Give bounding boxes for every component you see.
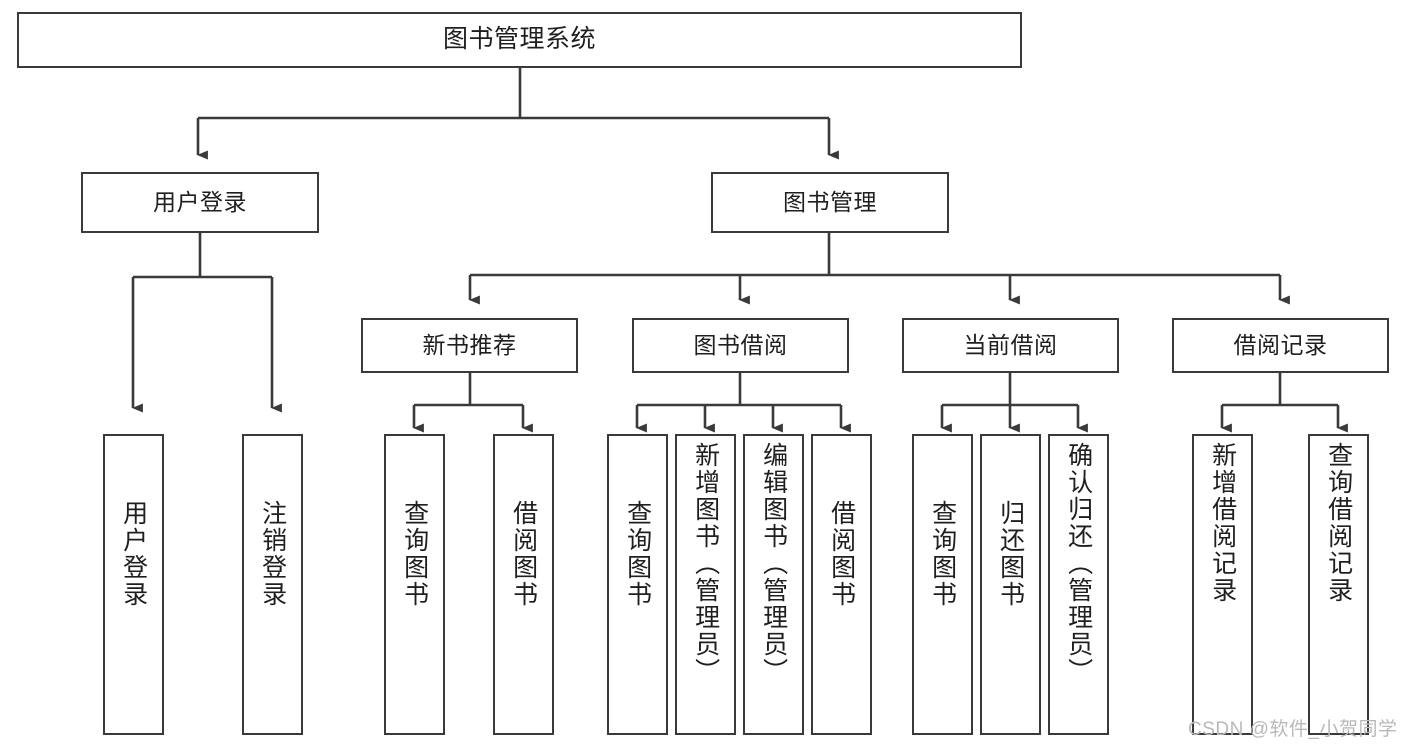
node-label: 图书管理系统 [442,25,596,54]
node-new-book-recommend[interactable]: 新书推荐 [361,318,578,373]
node-label: 查询图书 [623,500,652,608]
node-leaf-edit-book[interactable]: 编辑图书（管理员） [743,434,804,735]
node-label: 用户登录 [119,500,148,608]
node-label: 图书借阅 [693,331,788,358]
node-label: 借阅图书 [827,500,856,608]
node-leaf-user-login[interactable]: 用户登录 [103,434,164,735]
node-label: 查询图书 [400,500,429,608]
csdn-watermark: CSDN @软件_小贺同学 [1188,719,1398,740]
node-label: 新增借阅记录 [1208,442,1237,604]
node-leaf-confirm-return[interactable]: 确认归还（管理员） [1048,434,1109,735]
node-leaf-query-book-2[interactable]: 查询图书 [607,434,668,735]
node-leaf-logout-login[interactable]: 注销登录 [242,434,303,735]
node-user-login[interactable]: 用户登录 [81,172,319,233]
node-book-borrow[interactable]: 图书借阅 [632,318,849,373]
node-label: 确认归还（管理员） [1064,442,1093,685]
node-leaf-borrow-book-2[interactable]: 借阅图书 [811,434,872,735]
node-label: 查询借阅记录 [1324,442,1353,604]
node-label: 借阅图书 [509,500,538,608]
node-label: 归还图书 [996,500,1025,608]
node-leaf-add-book[interactable]: 新增图书（管理员） [675,434,736,735]
node-label: 借阅记录 [1233,331,1328,358]
node-leaf-query-book-3[interactable]: 查询图书 [912,434,973,735]
node-label: 用户登录 [153,188,247,215]
node-label: 编辑图书（管理员） [759,442,788,685]
node-label: 新书推荐 [422,331,517,358]
node-leaf-borrow-book-1[interactable]: 借阅图书 [493,434,554,735]
node-label: 当前借阅 [963,331,1058,358]
node-leaf-query-record[interactable]: 查询借阅记录 [1308,434,1369,735]
node-label: 注销登录 [258,500,287,608]
node-leaf-query-book-1[interactable]: 查询图书 [384,434,445,735]
node-leaf-return-book[interactable]: 归还图书 [980,434,1041,735]
node-label: 新增图书（管理员） [691,442,720,685]
node-label: 查询图书 [928,500,957,608]
node-borrow-record[interactable]: 借阅记录 [1172,318,1389,373]
node-leaf-add-record[interactable]: 新增借阅记录 [1192,434,1253,735]
node-current-borrow[interactable]: 当前借阅 [902,318,1119,373]
node-root-system[interactable]: 图书管理系统 [17,12,1022,68]
node-book-management[interactable]: 图书管理 [711,172,949,233]
node-label: 图书管理 [783,188,877,215]
